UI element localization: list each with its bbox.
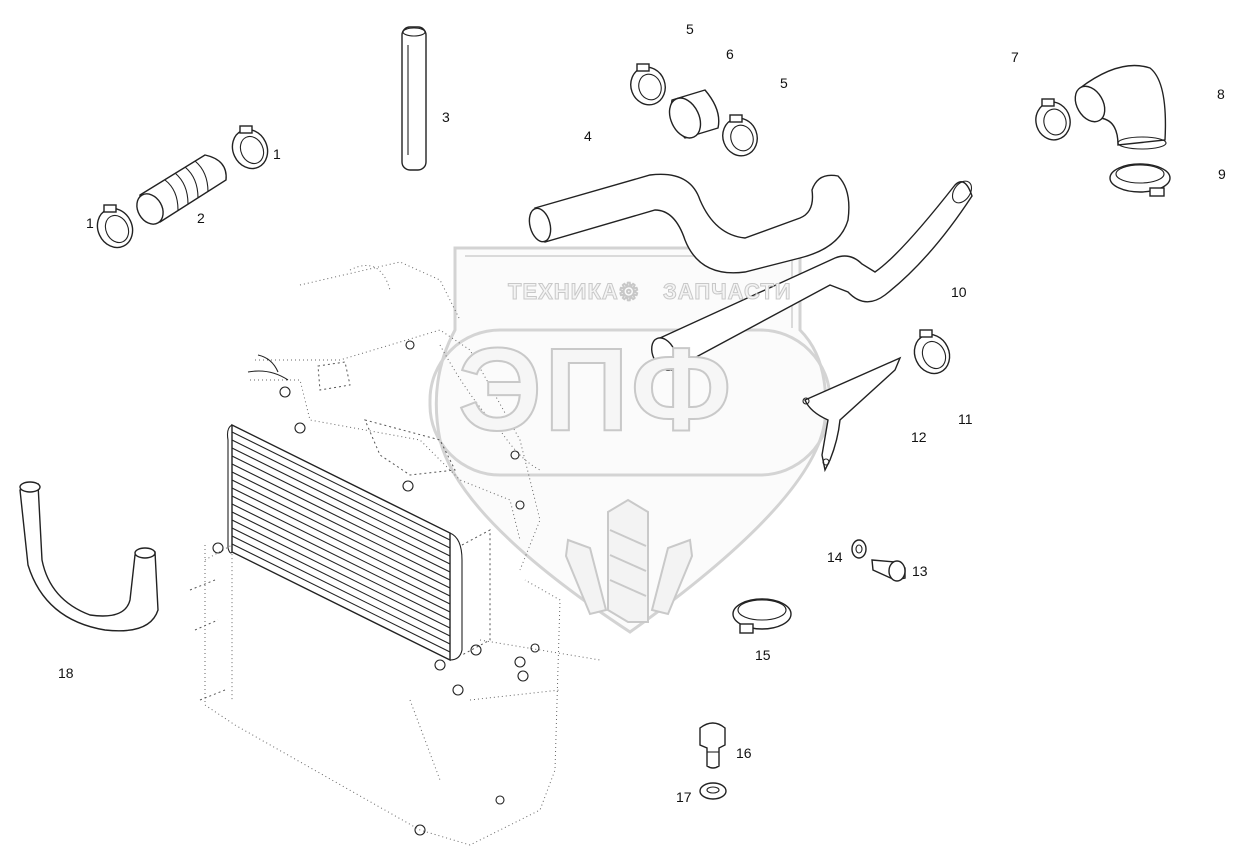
callout-12: 12 (911, 429, 927, 445)
watermark-logo: ЭПФ (457, 323, 734, 457)
watermark-brand-left: ТЕХНИКА (508, 279, 619, 305)
callout-3: 3 (442, 109, 450, 125)
part-10-pipe (651, 180, 973, 371)
part-9-clamp (1109, 163, 1171, 197)
part-16-bolt (699, 722, 726, 769)
wheat-icon (564, 498, 694, 623)
callout-16: 16 (736, 745, 752, 761)
part-2-corrugated-hose (136, 154, 227, 225)
radiator-assembly (189, 261, 601, 846)
callout-18: 18 (58, 665, 74, 681)
callout-9: 9 (1218, 166, 1226, 182)
callout-8: 8 (1217, 86, 1225, 102)
callout-7: 7 (1011, 49, 1019, 65)
callout-5-bottom: 5 (780, 75, 788, 91)
part-6-sleeve (668, 89, 720, 139)
callout-14: 14 (827, 549, 843, 565)
radiator-fins (231, 431, 451, 653)
part-7-clamp (1035, 98, 1071, 141)
callout-13: 13 (912, 563, 928, 579)
callout-10: 10 (951, 284, 967, 300)
part-14-washer (851, 539, 867, 559)
part-8-elbow (1074, 64, 1167, 150)
callout-11: 11 (958, 411, 973, 427)
part-11-clamp (913, 329, 951, 375)
callout-2: 2 (197, 210, 205, 226)
callout-4: 4 (584, 128, 592, 144)
callout-15: 15 (755, 647, 771, 663)
part-4-pipe (528, 173, 850, 274)
callout-1-right: 1 (273, 146, 281, 162)
gear-icon: ⚙ (618, 279, 641, 307)
callout-5-top: 5 (686, 21, 694, 37)
watermark-brand-right: ЗАПЧАСТИ (663, 279, 792, 305)
part-3-tube (401, 26, 427, 171)
part-1-clamp-right (231, 125, 269, 170)
part-1-clamp-left (96, 204, 134, 249)
part-5-clamp-bottom (722, 114, 758, 157)
part-5-clamp-top (630, 63, 666, 106)
callout-1-left: 1 (86, 215, 94, 231)
part-12-bracket (802, 356, 902, 473)
part-17-washer (699, 782, 727, 800)
part-13-bolt (871, 559, 906, 582)
part-15-clamp (732, 598, 792, 634)
callout-6: 6 (726, 46, 734, 62)
callout-17: 17 (676, 789, 692, 805)
part-18-hose (19, 481, 159, 632)
